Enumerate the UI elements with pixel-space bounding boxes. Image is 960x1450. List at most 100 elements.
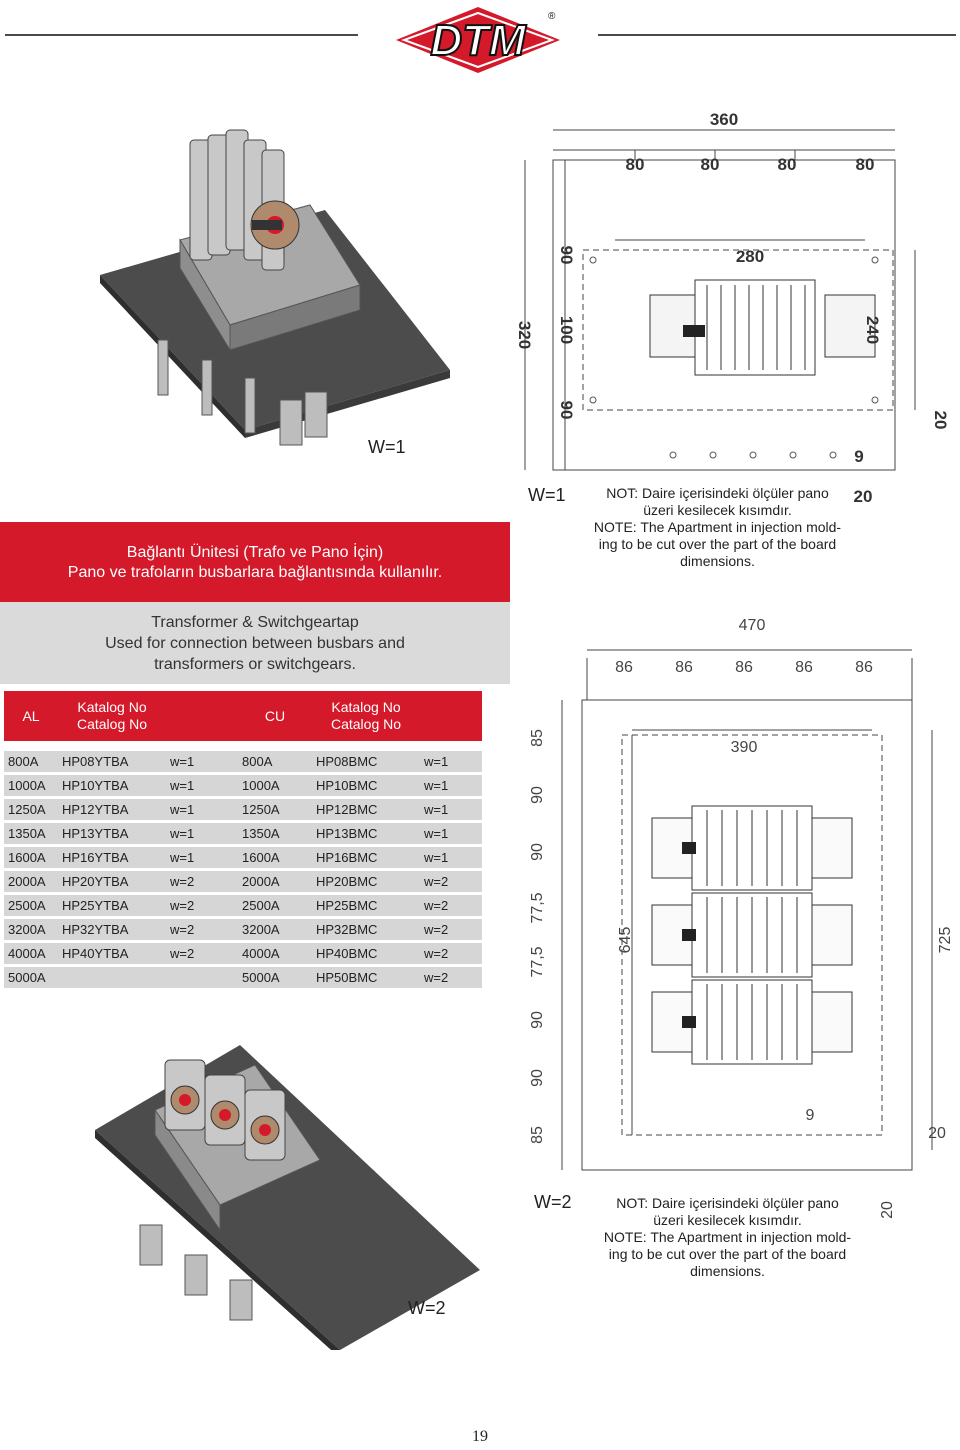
table-cell: HP40YTBA [58, 943, 166, 964]
single-unit-3d-image [100, 129, 450, 446]
table-cell: 5000A [4, 967, 58, 988]
header-blank-2 [420, 691, 482, 741]
dim-470: 470 [739, 617, 766, 634]
dim-85-bottom: 85 [529, 1126, 546, 1144]
triple-unit-3d-image [95, 1045, 480, 1350]
table-cell: HP50BMC [312, 967, 420, 988]
dim-9: 9 [806, 1107, 815, 1124]
dim-90-c: 90 [529, 1011, 546, 1029]
dim-86-d: 86 [795, 659, 813, 676]
table-cell: 1600A [238, 847, 312, 868]
table-cell: w=2 [166, 919, 238, 940]
table-cell: HP20YTBA [58, 871, 166, 892]
dim-645: 645 [617, 927, 634, 954]
dim-90-a: 90 [529, 786, 546, 804]
table-cell: 1000A [4, 775, 58, 796]
table-cell: w=2 [166, 871, 238, 892]
table-cell: w=1 [420, 799, 482, 820]
table-cell: HP25YTBA [58, 895, 166, 916]
table-cell [58, 967, 166, 988]
top-note-line4: ing to be cut over the part of the board [598, 536, 837, 552]
header-katalog: Katalog No [331, 699, 401, 715]
table-cell: w=2 [420, 943, 482, 964]
table-cell: w=2 [166, 943, 238, 964]
table-cell: 1350A [4, 823, 58, 844]
top-note: NOT: Daire içerisindeki ölçüler pano üze… [575, 485, 860, 570]
table-cell: 5000A [238, 967, 312, 988]
table-cell: HP12YTBA [58, 799, 166, 820]
dim-90-a: 90 [557, 246, 576, 265]
table-cell: 800A [238, 751, 312, 772]
top-note-line5: dimensions. [680, 553, 755, 569]
table-cell: w=2 [420, 871, 482, 892]
turkish-description: Pano ve trafoların busbarlara bağlantısı… [67, 564, 443, 581]
top-technical-drawing: 360 80 80 80 80 280 320 90 100 90 240 20… [515, 110, 950, 506]
table-cell: 1250A [238, 799, 312, 820]
english-description-1: Used for connection between busbars and [105, 635, 405, 652]
table-cell: w=2 [166, 895, 238, 916]
dim-320: 320 [515, 321, 534, 349]
table-cell: HP12BMC [312, 799, 420, 820]
table-cell: w=1 [166, 799, 238, 820]
table-cell: w=2 [420, 967, 482, 988]
dim-725: 725 [937, 927, 954, 954]
dim-86-e: 86 [855, 659, 873, 676]
top-note-line2: üzeri kesilecek kısımdır. [643, 502, 792, 518]
table-cell: 2000A [4, 871, 58, 892]
table-cell: w=1 [420, 775, 482, 796]
table-cell: w=1 [166, 823, 238, 844]
table-cell: w=1 [420, 823, 482, 844]
dim-20-right: 20 [931, 411, 950, 430]
svg-text:DTM: DTM [430, 16, 527, 65]
bottom-note-line1: NOT: Daire içerisindeki ölçüler pano [616, 1195, 839, 1211]
table-cell: 3200A [4, 919, 58, 940]
table-cell: 1250A [4, 799, 58, 820]
table-cell: w=1 [420, 751, 482, 772]
dim-240: 240 [863, 316, 882, 344]
header-katalog: Katalog No [77, 699, 147, 715]
dim-86-b: 86 [675, 659, 693, 676]
table-cell: 800A [4, 751, 58, 772]
header-catalog: Catalog No [330, 716, 402, 732]
top-w-label: W=1 [368, 437, 406, 457]
dim-80-b: 80 [701, 155, 720, 174]
header-cu: CU [238, 691, 312, 741]
dim-280: 280 [736, 247, 764, 266]
header-catalog: Catalog No [76, 716, 148, 732]
table-cell: w=1 [420, 847, 482, 868]
dim-360: 360 [710, 110, 738, 129]
table-cell: HP13YTBA [58, 823, 166, 844]
top-note-line1: NOT: Daire içerisindeki ölçüler pano [606, 485, 829, 501]
table-cell: 4000A [4, 943, 58, 964]
svg-text:®: ® [548, 11, 556, 22]
table-cell: 3200A [238, 919, 312, 940]
table-cell: HP32YTBA [58, 919, 166, 940]
dim-80-a: 80 [626, 155, 645, 174]
bottom-drawing-w-label: W=2 [534, 1192, 572, 1212]
dim-85-top: 85 [529, 729, 546, 747]
header-al: AL [4, 691, 58, 741]
dim-86-a: 86 [615, 659, 633, 676]
bottom-note-line3: NOTE: The Apartment in injection mold- [603, 1229, 852, 1245]
table-cell: w=1 [166, 775, 238, 796]
table-cell: w=2 [420, 895, 482, 916]
bottom-note-line4: ing to be cut over the part of the board [608, 1246, 847, 1262]
dim-20-bottom: 20 [879, 1201, 896, 1219]
english-title: Transformer & Switchgeartap [151, 614, 359, 631]
bottom-note-line5: dimensions. [690, 1263, 765, 1279]
dim-80-c: 80 [778, 155, 797, 174]
table-cell: HP10BMC [312, 775, 420, 796]
dim-90-b: 90 [557, 401, 576, 420]
table-cell [166, 967, 238, 988]
turkish-title: Bağlantı Ünitesi (Trafo ve Pano İçin) [126, 544, 384, 561]
